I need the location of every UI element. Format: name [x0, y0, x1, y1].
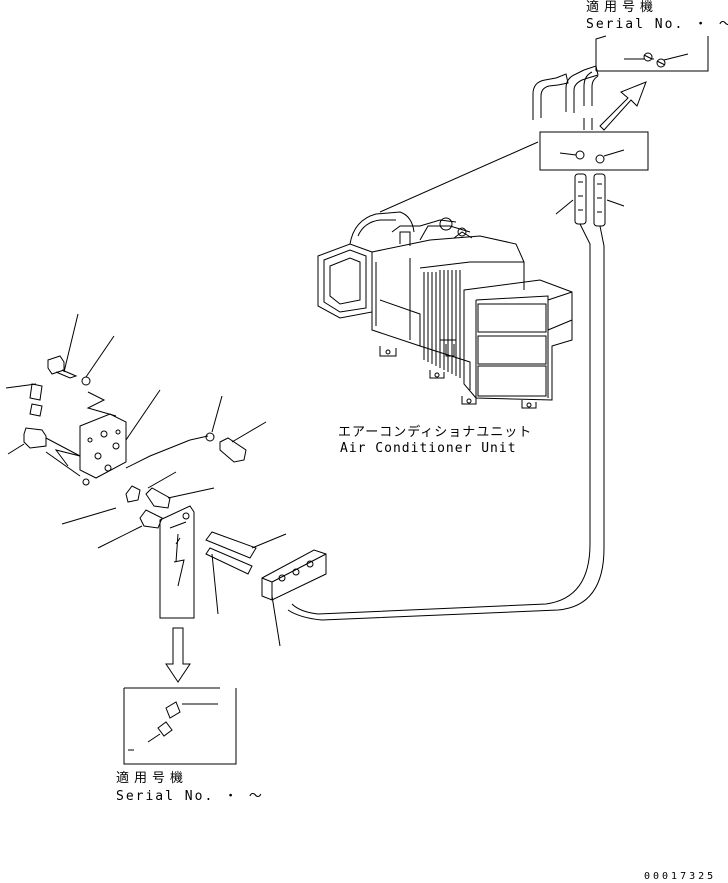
serial-bottom-title: 適用号機: [116, 771, 189, 786]
drawing-code: 00017325: [644, 871, 717, 882]
insulation-tubes: [555, 173, 625, 227]
arrow-up-right-icon: [599, 81, 647, 131]
unit-name-japanese: エアーコンディショナユニット: [338, 425, 533, 440]
insulation-tubes-bottom: [205, 531, 287, 615]
serial-top-number: Serial No. ・ 〜: [586, 17, 728, 32]
serial-bottom-number: Serial No. ・ 〜: [116, 789, 264, 804]
hose-clamp-detail-box: [379, 131, 649, 213]
air-conditioner-unit: [317, 211, 573, 409]
arrow-down-icon: [165, 627, 191, 683]
grommet-block: [261, 549, 327, 647]
hose-bends-top: [532, 65, 599, 130]
serial-top-title: 適用号機: [586, 0, 659, 15]
serial-detail-box-top: [595, 35, 709, 72]
drain-hoses: [287, 223, 605, 621]
unit-name-english: Air Conditioner Unit: [340, 441, 517, 456]
left-bracket-assembly: [5, 313, 267, 619]
serial-detail-box-bottom: [123, 687, 237, 765]
